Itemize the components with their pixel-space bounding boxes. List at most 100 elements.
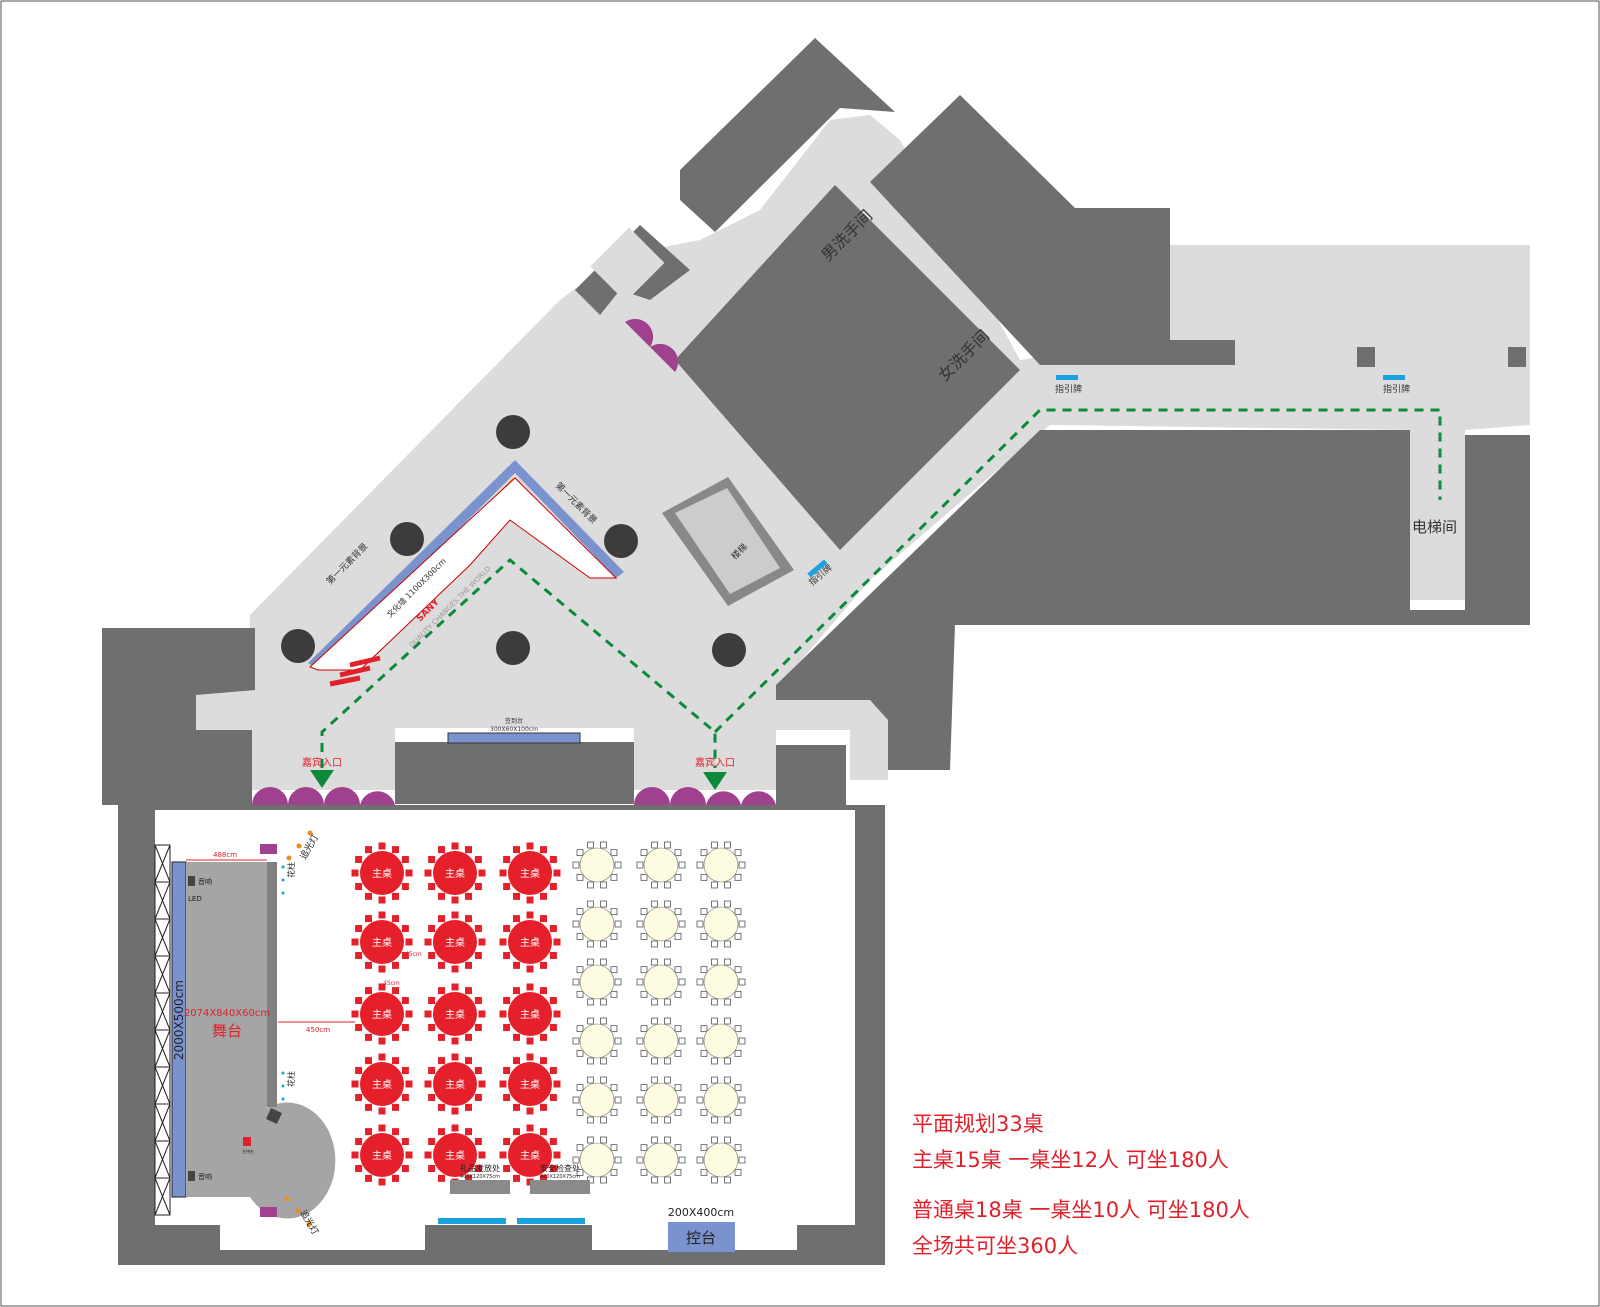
chair: [587, 900, 594, 908]
guide-sign-label: 指引牌: [1055, 383, 1082, 395]
speaker-icon: [188, 876, 195, 886]
main-table: 主桌: [424, 842, 486, 904]
main-table-label: 主桌: [372, 867, 392, 880]
table-top: [703, 1082, 739, 1118]
chair: [365, 1103, 372, 1111]
service-label: 礼品发放处: [460, 1163, 500, 1173]
table-top: [703, 1142, 739, 1178]
chair: [503, 1094, 511, 1101]
chair: [451, 896, 459, 904]
chair: [600, 1017, 607, 1025]
chair: [674, 849, 682, 857]
chair: [526, 1124, 534, 1132]
chair: [700, 1025, 708, 1033]
normal-table: [696, 900, 746, 948]
pillar-label: 花柱: [286, 1071, 296, 1087]
chair: [351, 1151, 359, 1159]
chair: [734, 873, 742, 881]
chair: [640, 1144, 648, 1152]
chair: [640, 873, 648, 881]
chair: [610, 849, 618, 857]
service-room-floor: [590, 227, 665, 302]
table-top: [703, 906, 739, 942]
chair: [651, 1116, 658, 1124]
chair: [438, 987, 445, 995]
row-gap-label: 45cm: [383, 980, 400, 987]
chair: [474, 1094, 482, 1101]
chair: [540, 1103, 547, 1111]
note-normal-tables: 普通桌18桌 一桌坐10人 可坐180人: [912, 1198, 1250, 1222]
chair: [678, 1156, 686, 1164]
chair: [724, 1076, 731, 1084]
control-label: 控台: [686, 1229, 716, 1247]
podium-icon: [266, 1108, 282, 1124]
pillar-label: 花柱: [286, 862, 296, 878]
main-table: 主桌: [351, 983, 413, 1045]
chair: [549, 856, 557, 863]
chair: [614, 978, 622, 986]
chair: [636, 1096, 644, 1104]
chair: [636, 861, 644, 869]
chair: [664, 881, 671, 889]
main-table-label: 主桌: [520, 1008, 540, 1021]
chair: [526, 896, 534, 904]
chair: [549, 1094, 557, 1101]
chair: [700, 849, 708, 857]
chair: [696, 1037, 704, 1045]
chair: [734, 932, 742, 940]
chair: [664, 1116, 671, 1124]
chair: [734, 1168, 742, 1176]
chair: [711, 1136, 718, 1144]
chair: [664, 958, 671, 966]
chair: [600, 1176, 607, 1184]
chair: [651, 841, 658, 849]
chair: [428, 925, 436, 932]
chair: [503, 925, 511, 932]
chair: [474, 1138, 482, 1145]
chair: [664, 1176, 671, 1184]
chair: [392, 846, 399, 854]
table-top: [360, 920, 404, 964]
normal-table: [636, 958, 686, 1006]
main-table: 主桌: [499, 1124, 561, 1186]
table-top: [433, 851, 477, 895]
chair: [640, 908, 648, 916]
chair: [600, 1076, 607, 1084]
main-table-label: 主桌: [372, 936, 392, 949]
chair: [651, 1076, 658, 1084]
chair: [499, 1010, 507, 1018]
table-top: [433, 1062, 477, 1106]
chair: [401, 1138, 409, 1145]
chair: [355, 1165, 363, 1172]
chair: [513, 1033, 520, 1041]
chair: [465, 987, 472, 995]
main-table: 主桌: [424, 911, 486, 973]
main-table-label: 主桌: [520, 936, 540, 949]
chair: [610, 908, 618, 916]
chair: [540, 1128, 547, 1136]
truss: [154, 844, 171, 1216]
main-table-label: 主桌: [520, 1149, 540, 1162]
chair: [724, 1136, 731, 1144]
normal-table: [636, 841, 686, 889]
service-label: 安全检查处: [540, 1163, 580, 1173]
chair: [392, 1128, 399, 1136]
chair: [392, 1033, 399, 1041]
normal-table: [696, 1076, 746, 1124]
chair: [576, 1084, 584, 1092]
chair: [428, 997, 436, 1004]
chair: [700, 1084, 708, 1092]
chair: [651, 1176, 658, 1184]
chair: [700, 1144, 708, 1152]
chair: [428, 1165, 436, 1172]
chair: [378, 911, 386, 919]
chair: [600, 940, 607, 948]
note-main-tables: 主桌15桌 一桌坐12人 可坐180人: [912, 1148, 1229, 1172]
spotlights: [284, 830, 313, 1227]
chair: [478, 938, 486, 946]
led-label: LED: [188, 895, 202, 903]
normal-table: [636, 900, 686, 948]
chair: [576, 1025, 584, 1033]
chair: [355, 1138, 363, 1145]
chair: [378, 1107, 386, 1115]
